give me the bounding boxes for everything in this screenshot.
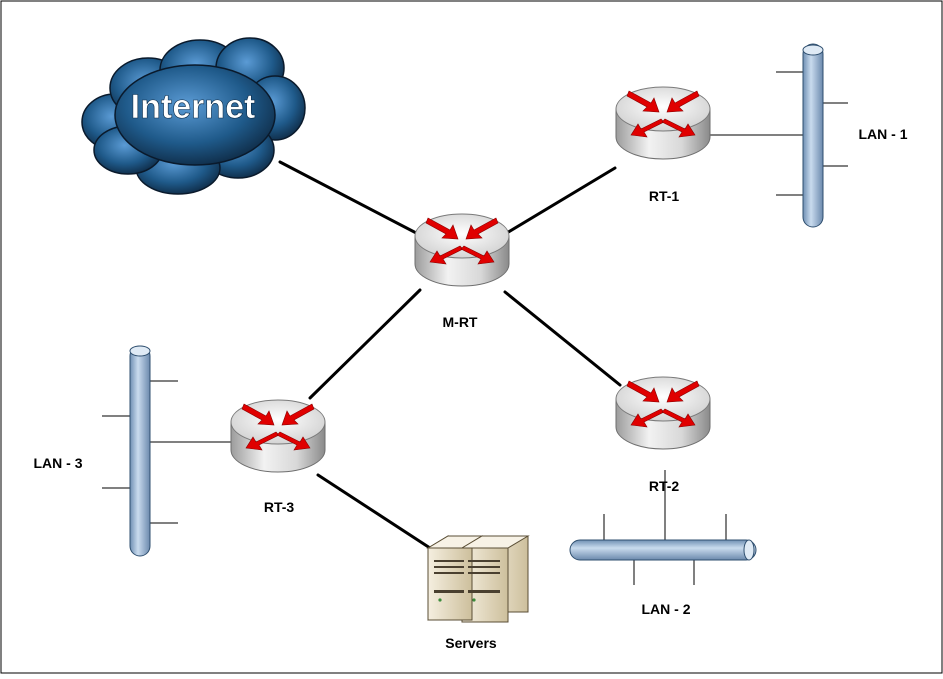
lan1-bus xyxy=(776,43,848,228)
router-rt3 xyxy=(230,399,326,473)
router-rt1 xyxy=(615,86,711,160)
lan1-label: LAN - 1 xyxy=(859,126,908,142)
link-mrt-rt2 xyxy=(503,290,622,387)
mrt-label: M-RT xyxy=(443,314,478,330)
router-rt2 xyxy=(615,376,711,450)
router-mrt xyxy=(414,213,510,287)
internet-label: Internet xyxy=(131,88,256,126)
lan2-label: LAN - 2 xyxy=(642,601,691,617)
lan-drops xyxy=(150,134,805,540)
lan3-bus xyxy=(102,345,178,557)
rt1-label: RT-1 xyxy=(649,188,680,204)
lan3-label: LAN - 3 xyxy=(34,455,83,471)
rt3-label: RT-3 xyxy=(264,499,295,515)
link-rt3-servers xyxy=(316,473,432,550)
links xyxy=(278,160,622,550)
link-mrt-rt1 xyxy=(503,166,617,236)
internet-cloud: Internet xyxy=(81,37,306,195)
servers-icon xyxy=(426,535,530,623)
servers-label: Servers xyxy=(445,635,497,651)
rt2-label: RT-2 xyxy=(649,478,680,494)
link-internet-mrt xyxy=(278,160,424,238)
lan2-bus xyxy=(569,514,757,585)
link-mrt-rt3 xyxy=(308,288,422,400)
